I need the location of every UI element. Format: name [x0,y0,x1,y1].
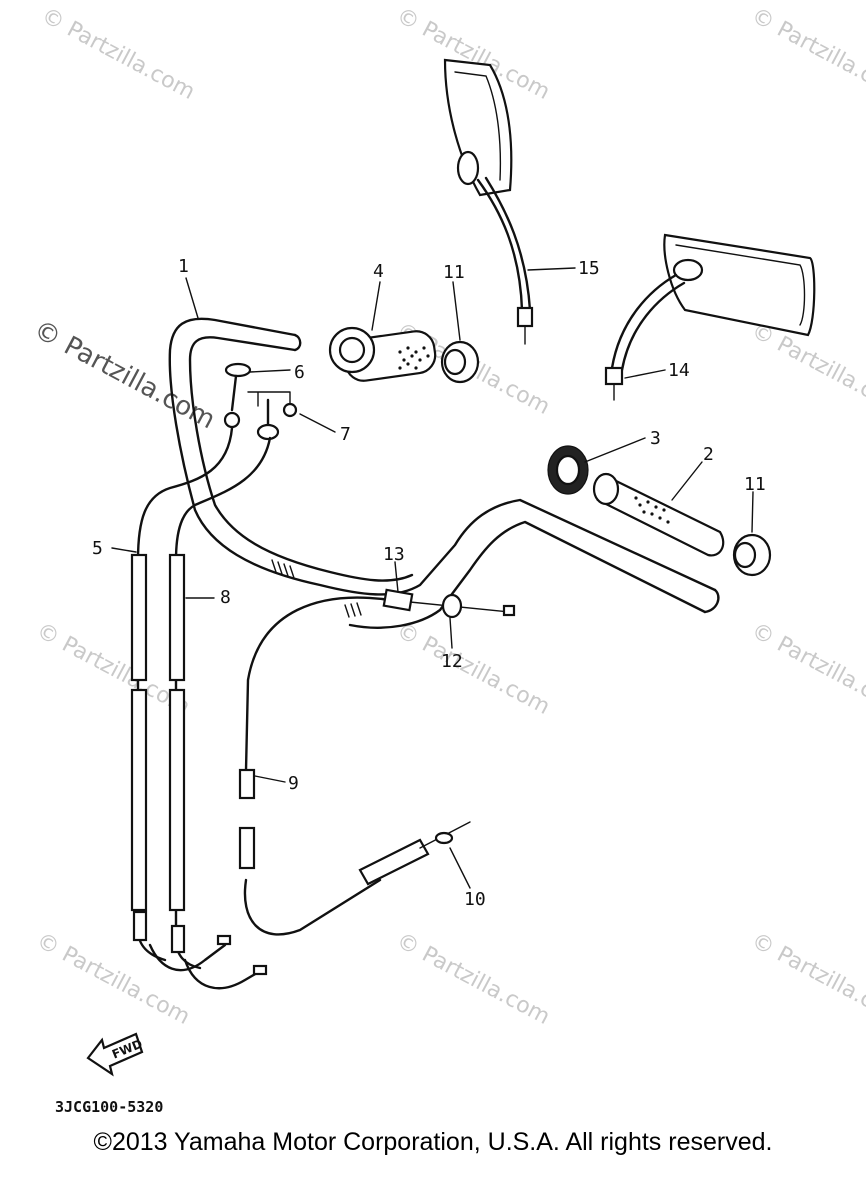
callout-10: 10 [464,889,486,910]
bar-end-lower-part [732,533,772,577]
callout-5: 5 [92,538,103,559]
callout-4: 4 [373,261,384,282]
callout-3: 3 [650,428,661,449]
callout-9: 9 [288,773,299,794]
callout-8: 8 [220,587,231,608]
part-code: 3JCG100-5320 [55,1098,163,1116]
watermark: © Partzilla.com [747,928,866,1030]
grip-seal-part [547,445,589,495]
callout-11-upper: 11 [443,262,465,283]
right-grip-part [592,472,725,557]
watermark: © Partzilla.com [32,928,194,1030]
watermark: © Partzilla.com [37,3,199,105]
callout-13: 13 [383,544,405,565]
watermarks: © Partzilla.com © Partzilla.com © Partzi… [29,3,866,1030]
callout-11-lower: 11 [744,474,766,495]
callout-7: 7 [340,424,351,445]
watermark: © Partzilla.com [747,618,866,720]
callout-2: 2 [703,444,714,465]
callout-12: 12 [441,651,463,672]
watermark: © Partzilla.com [392,928,554,1030]
callouts: 1 2 3 4 5 6 7 8 9 10 11 11 12 13 14 15 [92,256,766,910]
watermark: © Partzilla.com [392,618,554,720]
copyright-notice: ©2013 Yamaha Motor Corporation, U.S.A. A… [93,1128,773,1156]
throttle-cables-part [130,426,272,990]
mirror-right-part [604,233,816,401]
callout-15: 15 [578,258,600,279]
bar-end-upper-part [440,340,480,384]
holder-part [223,362,298,441]
callout-14: 14 [668,360,690,381]
left-grip-part [328,326,437,382]
fwd-arrow: FWD [86,1032,144,1077]
leader-lines [111,267,754,889]
clutch-cable-part [238,588,516,936]
watermark: © Partzilla.com [747,3,866,105]
handlebar-part [168,317,720,629]
callout-1: 1 [178,256,189,277]
callout-6: 6 [294,362,305,383]
diagram-svg: © Partzilla.com © Partzilla.com © Partzi… [29,3,866,1116]
mirror-left-part [443,58,534,345]
